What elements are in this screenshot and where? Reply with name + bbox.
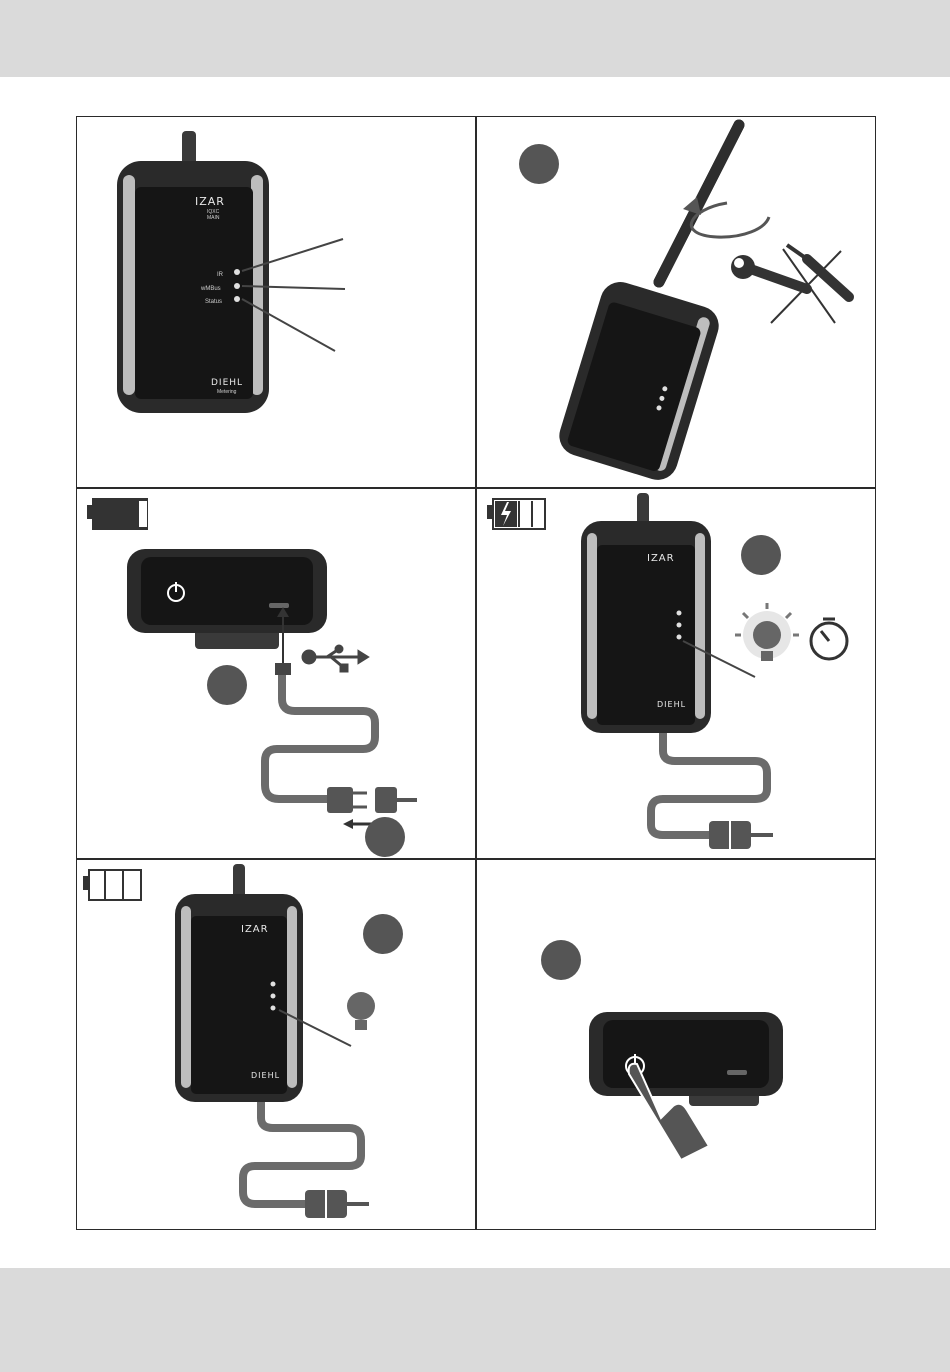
svg-text:DIEHL: DIEHL [657, 700, 686, 709]
wrench-icon [731, 255, 807, 289]
rotate-arrow [691, 203, 769, 237]
device-bottom-view [127, 549, 327, 649]
lightbulb-icon [347, 992, 375, 1030]
panel-power-on [476, 859, 876, 1230]
device-charged: IZAR DIEHL [175, 864, 303, 1102]
instruction-grid: IZAR IQXC MAIN IR wMBus Status DIEHL Met… [76, 116, 876, 1230]
panel-charged: IZAR DIEHL [76, 859, 476, 1230]
step-circle [519, 144, 559, 184]
usb-port [269, 603, 289, 608]
mains-plug [327, 787, 417, 813]
charger-cable [243, 1102, 361, 1204]
device-charging: IZAR DIEHL [581, 493, 711, 733]
charging-cable [651, 733, 767, 835]
mains-plug-connected [305, 1190, 369, 1218]
panel-charging-status: IZAR DIEHL [476, 488, 876, 859]
device-top-label-2: MAIN [207, 215, 220, 221]
battery-full-icon [87, 499, 147, 529]
led-status [234, 296, 240, 302]
led-label-status: Status [205, 299, 222, 305]
step-circle [741, 535, 781, 575]
page-footer-band [0, 1268, 950, 1372]
panel-antenna-mount [476, 116, 876, 488]
usb-port [727, 1070, 747, 1075]
device-tilted [554, 277, 723, 485]
lightbulb-icon [735, 603, 799, 661]
device-maker-sub: Metering [217, 389, 237, 395]
svg-text:IZAR: IZAR [241, 924, 269, 935]
led-wmbus [234, 283, 240, 289]
step-circle [363, 914, 403, 954]
device-maker: DIEHL [211, 378, 243, 388]
step-circle [541, 940, 581, 980]
led-ir [234, 269, 240, 275]
timer-icon [811, 619, 847, 659]
page-header-band [0, 0, 950, 77]
usb-cable [265, 669, 375, 799]
svg-text:IZAR: IZAR [647, 553, 675, 564]
device-bottom-view [589, 1012, 783, 1106]
step-circle [207, 665, 247, 705]
svg-text:DIEHL: DIEHL [251, 1071, 280, 1080]
battery-charging-icon [487, 499, 545, 529]
device-front: IZAR IQXC MAIN IR wMBus Status DIEHL Met… [117, 131, 269, 413]
panel-device-overview: IZAR IQXC MAIN IR wMBus Status DIEHL Met… [76, 116, 476, 488]
step-circle [365, 817, 405, 857]
device-brand: IZAR [195, 195, 225, 208]
usb-icon [303, 646, 367, 671]
mains-plug-connected [709, 821, 773, 849]
battery-empty-icon [83, 870, 141, 900]
led-label-wmbus: wMBus [200, 286, 221, 292]
panel-usb-charge [76, 488, 476, 859]
led-label-ir: IR [217, 272, 224, 278]
